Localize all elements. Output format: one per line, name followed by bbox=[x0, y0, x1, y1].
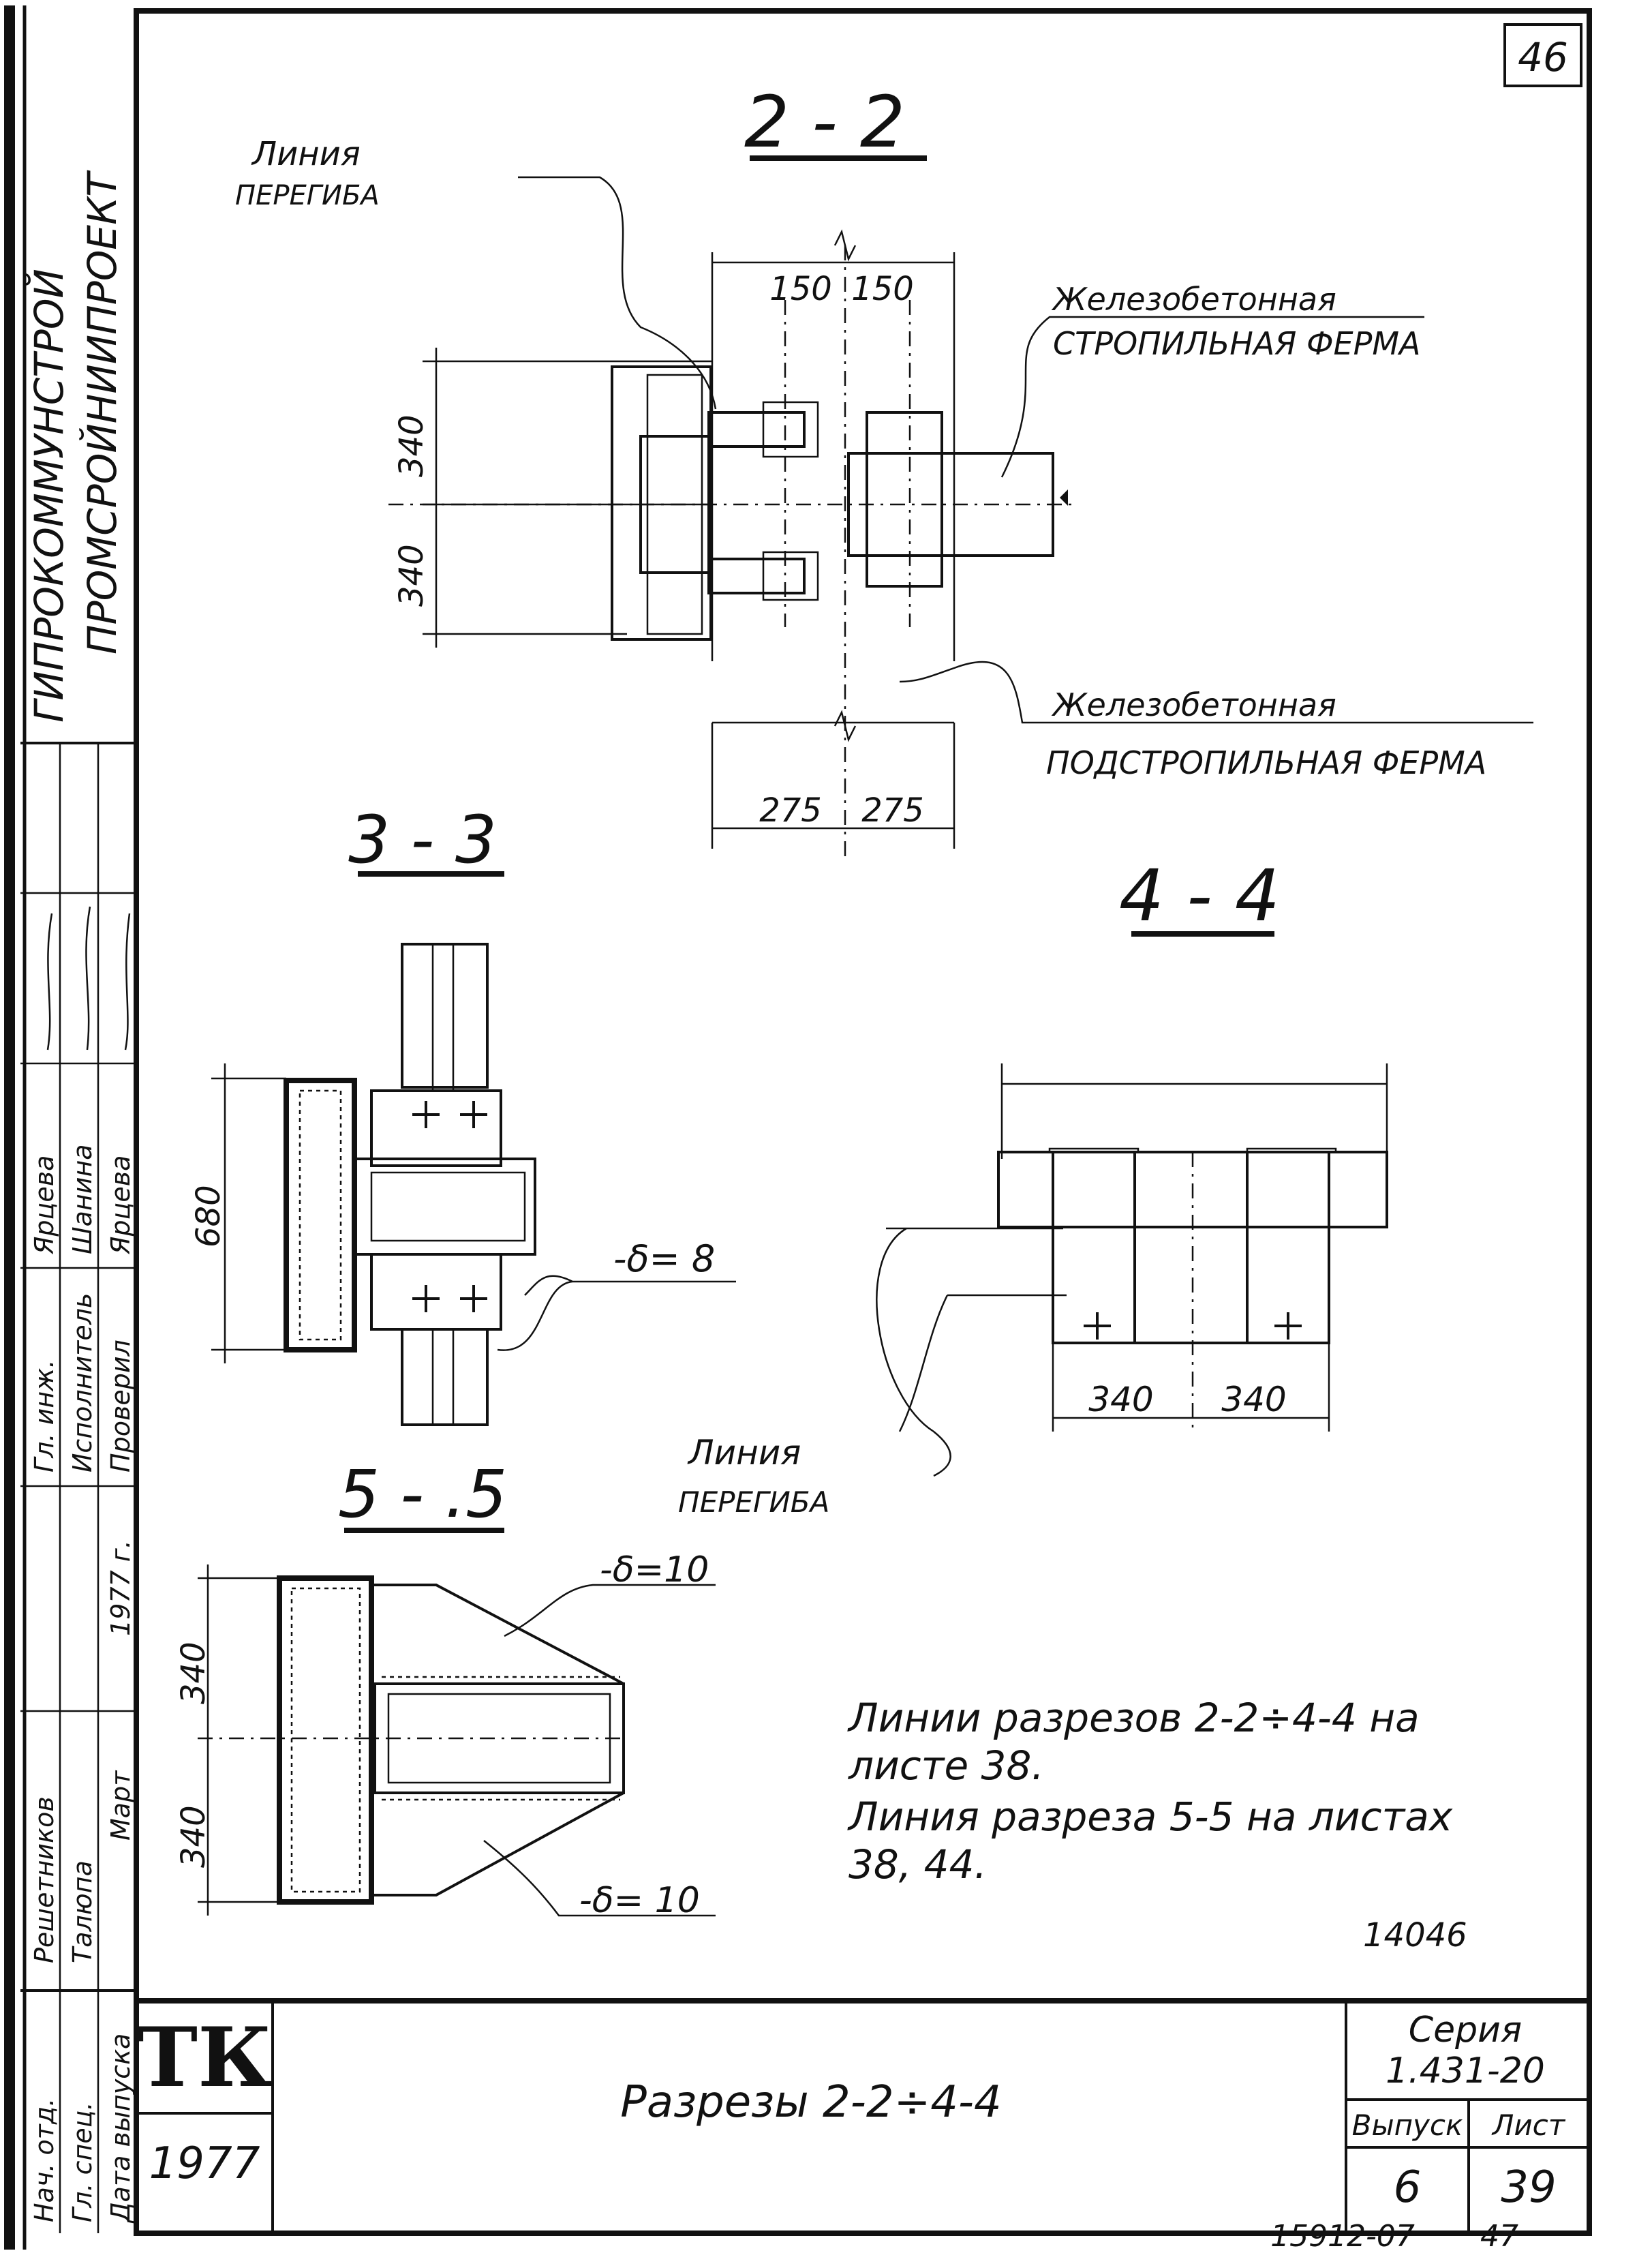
row-name: Решетников bbox=[29, 1796, 59, 1963]
series-label: Серия bbox=[1409, 2010, 1522, 2051]
notes-block: Линии разрезов 2-2÷4-4 на листе 38. Лини… bbox=[847, 1695, 1453, 1888]
row-role: Гл. инж. bbox=[29, 1360, 59, 1472]
section-5-5-title: 5 - .5 bbox=[338, 1456, 507, 1532]
row-role: Проверил bbox=[106, 1340, 136, 1472]
row-role: Нач. отд. bbox=[29, 2098, 59, 2222]
archive-stamp: 14046 bbox=[1363, 1916, 1467, 1954]
bottom-code: 15912-07 bbox=[1270, 2219, 1415, 2253]
note-line-2: листе 38. bbox=[848, 1742, 1044, 1789]
dim-2-2-top-left: 150 bbox=[769, 270, 832, 308]
sheet-label: Лист bbox=[1491, 2108, 1566, 2142]
callout-bend-mid-line2: ПЕРЕГИБА bbox=[678, 1485, 829, 1519]
tk-logo: ТК bbox=[137, 2010, 272, 2106]
note-line-1: Линии разрезов 2-2÷4-4 на bbox=[847, 1695, 1420, 1741]
dim-4-4-left: 340 bbox=[1088, 1380, 1153, 1419]
series-value: 1.431-20 bbox=[1386, 2051, 1545, 2091]
issue-value: 6 bbox=[1394, 2162, 1422, 2213]
side-approval-table: Нач. отд. Гл. спец. Дата выпуска Решетни… bbox=[29, 906, 136, 2224]
dim-2-2-bottom-right: 275 bbox=[861, 791, 924, 830]
callout-rafter-truss-line2: СТРОПИЛЬНАЯ ФЕРМА bbox=[1053, 325, 1421, 362]
dim-2-2-top-right: 150 bbox=[851, 270, 914, 308]
callout-bend-top-line2: ПЕРЕГИБА bbox=[235, 180, 380, 211]
section-3-3-title: 3 - 3 bbox=[348, 802, 497, 878]
dim-5-5-top: 340 bbox=[174, 1642, 213, 1704]
section-5-5-drawing bbox=[198, 1564, 716, 1917]
row-role: Исполнитель bbox=[67, 1293, 97, 1472]
sheet-value: 39 bbox=[1501, 2162, 1556, 2213]
signatures bbox=[46, 906, 131, 1050]
section-4-4-title: 4 - 4 bbox=[1119, 854, 1280, 937]
issue-label: Выпуск bbox=[1352, 2108, 1463, 2142]
org-name-top: ГИПРОКОММУНСТРОЙ bbox=[25, 269, 72, 723]
sheet-frame bbox=[4, 5, 1592, 2250]
row-name: Шанина bbox=[67, 1144, 97, 1254]
dim-4-4-right: 340 bbox=[1221, 1380, 1286, 1419]
sheet-number-box bbox=[1503, 23, 1582, 87]
note-line-4: 38, 44. bbox=[848, 1841, 987, 1888]
title-year: 1977 bbox=[149, 2138, 260, 2189]
note-line-3: Линия разреза 5-5 на листах bbox=[847, 1794, 1453, 1840]
section-2-2-title: 2 - 2 bbox=[744, 80, 905, 164]
row-role: Дата выпуска bbox=[106, 2033, 136, 2224]
dim-2-2-left-top: 340 bbox=[393, 414, 431, 477]
title-block bbox=[136, 1998, 1589, 2233]
callout-sub-truss-line1: Железобетонная bbox=[1051, 686, 1336, 723]
row-name: Ярцева bbox=[106, 1155, 136, 1255]
row-date: 1977 г. bbox=[106, 1540, 136, 1636]
row-role: Гл. спец. bbox=[67, 2102, 97, 2222]
callout-plate-10-bottom: -δ= 10 bbox=[579, 1880, 700, 1921]
row-name: Ярцева bbox=[29, 1155, 59, 1255]
row-name: Талюпа bbox=[67, 1860, 97, 1963]
section-2-2-drawing bbox=[388, 176, 1533, 859]
org-name-bottom: ПРОМСРОЙНИИПРОЕКТ bbox=[78, 170, 125, 654]
callout-plate-10-top: -δ=10 bbox=[600, 1549, 709, 1590]
drawing-title: Разрезы 2-2÷4-4 bbox=[620, 2077, 1001, 2128]
callout-bend-top-line1: Линия bbox=[251, 135, 361, 173]
org-strip bbox=[20, 742, 136, 2233]
dim-2-2-bottom-left: 275 bbox=[759, 791, 822, 830]
callout-bend-mid-line1: Линия bbox=[687, 1433, 801, 1472]
section-4-4-drawing bbox=[876, 1063, 1388, 1477]
bottom-page: 47 bbox=[1480, 2219, 1518, 2253]
callout-rafter-truss-line1: Железобетонная bbox=[1051, 281, 1336, 318]
callout-sub-truss-line2: ПОДСТРОПИЛЬНАЯ ФЕРМА bbox=[1046, 744, 1486, 781]
dim-5-5-bottom: 340 bbox=[174, 1805, 213, 1868]
dim-3-3-height: 680 bbox=[189, 1185, 228, 1248]
callout-plate-8: -δ= 8 bbox=[613, 1237, 715, 1280]
dim-2-2-left-bottom: 340 bbox=[393, 544, 431, 607]
sheet-number: 46 bbox=[1518, 34, 1568, 80]
row-name: Март bbox=[106, 1770, 136, 1841]
section-3-3-drawing bbox=[211, 943, 736, 1426]
